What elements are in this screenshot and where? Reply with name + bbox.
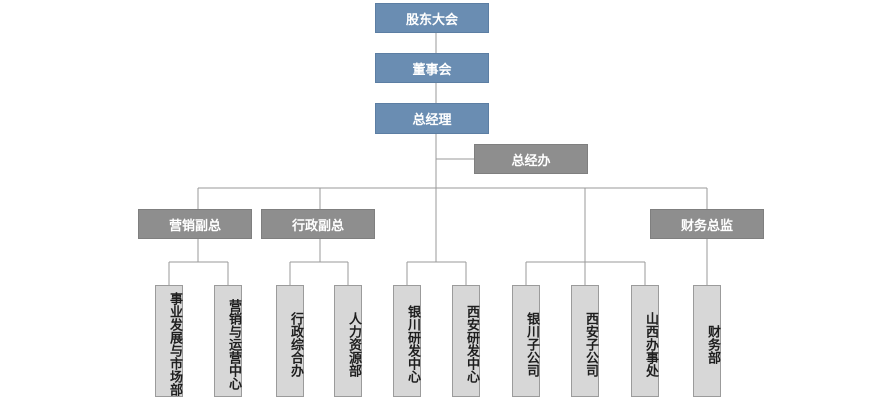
admin-vp-box: 行政副总: [261, 209, 375, 239]
unit-box-business-development: 事业发展与市场部: [155, 285, 183, 397]
shareholders-meeting-box: 股东大会: [375, 3, 489, 33]
shareholders-meeting-label: 股东大会: [405, 12, 458, 28]
marketing-vp-box: 营销副总: [138, 209, 252, 239]
gm-office-box: 总经办: [474, 144, 588, 174]
unit-box-yinchuan-subsidiary: 银川子公司: [512, 285, 540, 397]
unit-label: 西安子公司: [583, 311, 598, 377]
unit-label: 山西办事处: [643, 311, 658, 377]
unit-label: 行政综合办: [288, 311, 303, 377]
marketing-vp-label: 营销副总: [168, 218, 221, 234]
unit-label: 人力资源部: [346, 311, 361, 377]
unit-box-finance-dept: 财务部: [693, 285, 721, 397]
unit-label: 银川子公司: [524, 311, 539, 377]
unit-label: 财务部: [705, 324, 720, 364]
finance-director-box: 财务总监: [650, 209, 764, 239]
unit-label: 西安研发中心: [464, 305, 479, 383]
unit-box-yinchuan-rnd: 银川研发中心: [393, 285, 421, 397]
admin-vp-label: 行政副总: [291, 218, 344, 234]
gm-office-label: 总经办: [511, 153, 551, 169]
board-of-directors-label: 董事会: [412, 62, 452, 78]
unit-box-admin-office: 行政综合办: [276, 285, 304, 397]
general-manager-label: 总经理: [412, 113, 452, 128]
unit-box-xian-subsidiary: 西安子公司: [571, 285, 599, 397]
general-manager-box: 总经理: [375, 103, 489, 134]
unit-box-shanxi-office: 山西办事处: [631, 285, 659, 397]
finance-director-label: 财务总监: [680, 218, 733, 234]
unit-label: 营销与运营中心: [226, 298, 241, 390]
unit-box-human-resources: 人力资源部: [334, 285, 362, 397]
unit-label: 银川研发中心: [405, 305, 420, 383]
unit-box-marketing-operations: 营销与运营中心: [214, 285, 242, 397]
board-of-directors-box: 董事会: [375, 53, 489, 83]
unit-label: 事业发展与市场部: [167, 292, 182, 396]
unit-box-xian-rnd: 西安研发中心: [452, 285, 480, 397]
